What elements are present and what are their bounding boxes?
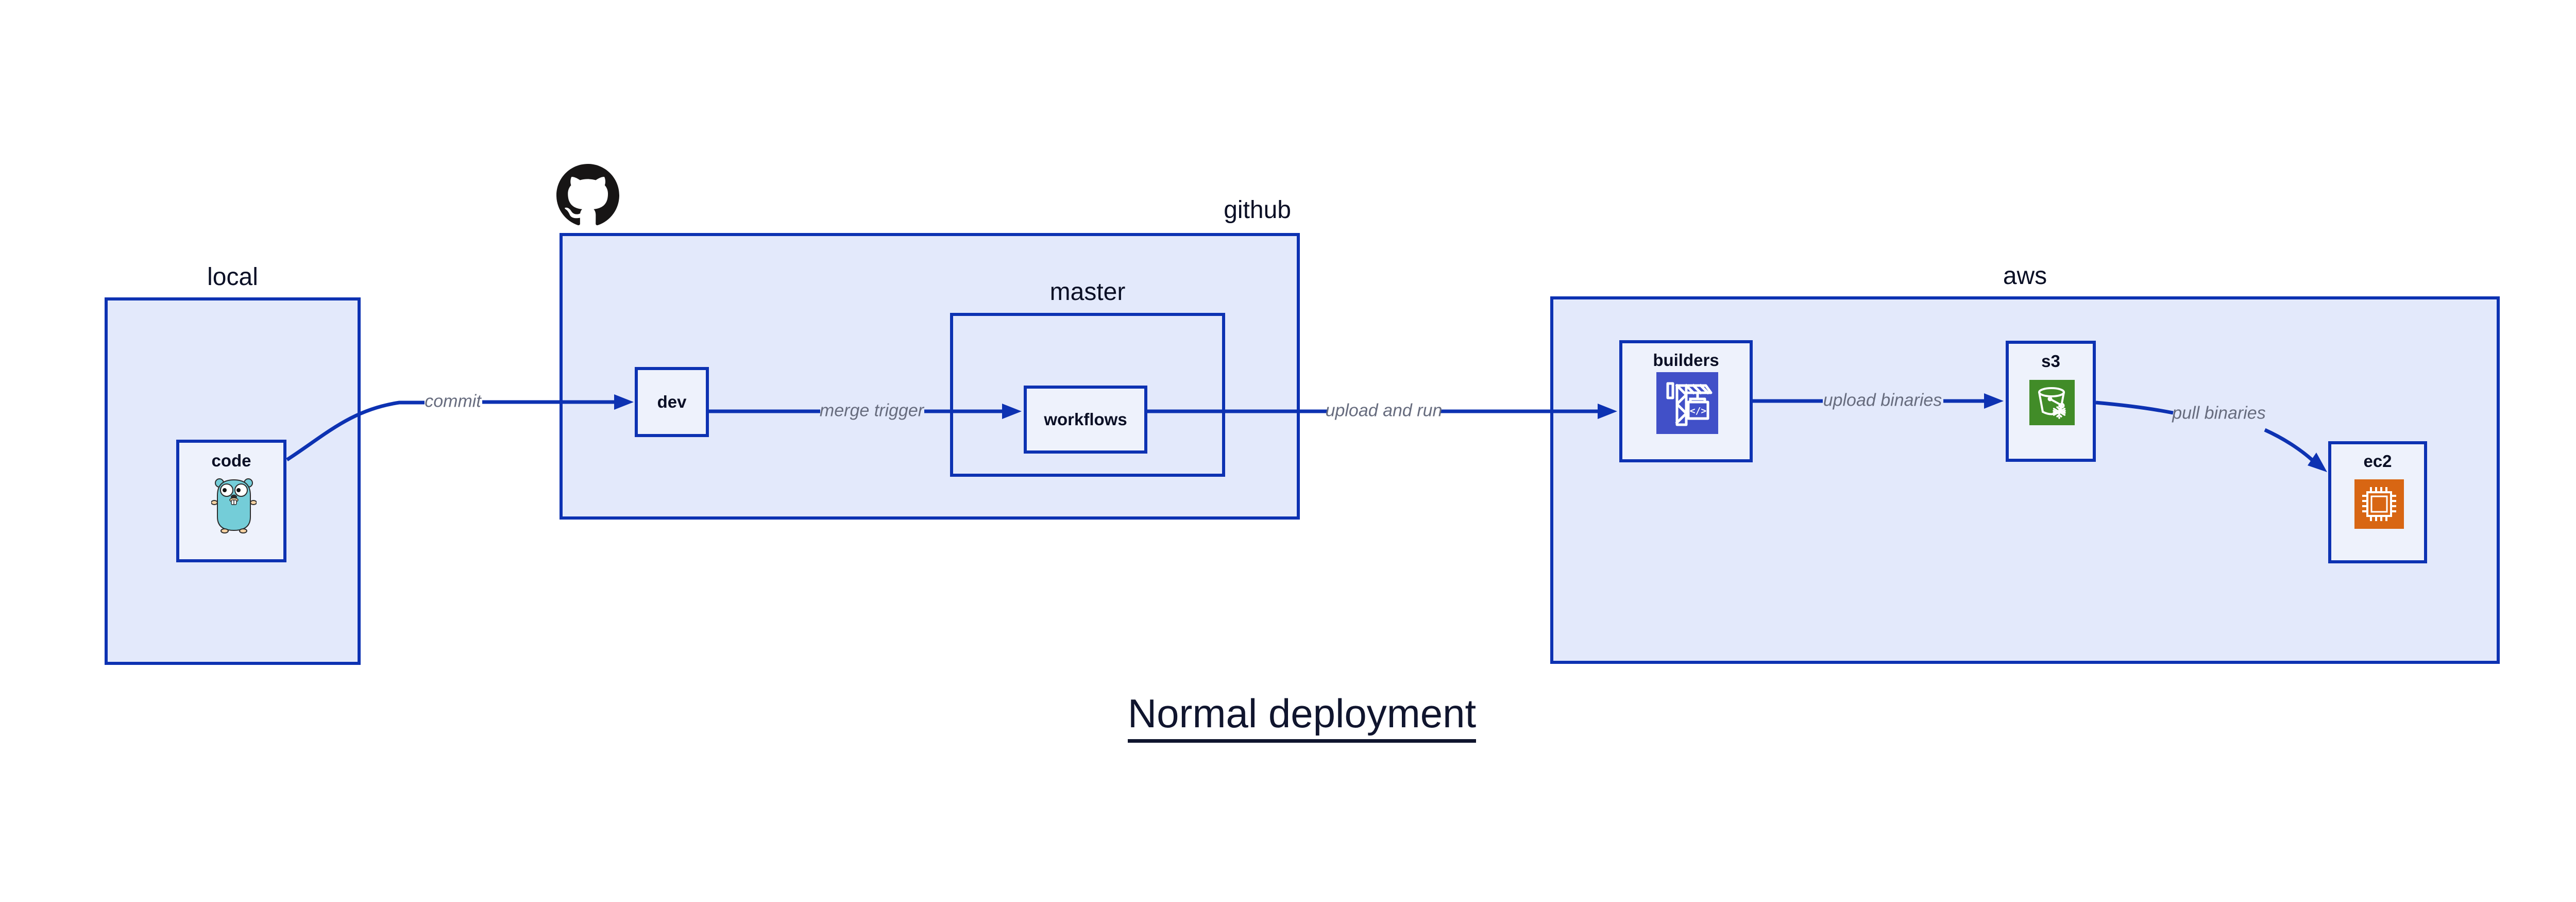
- edge-label-merge-trigger: merge trigger: [819, 400, 924, 421]
- container-label-aws: aws: [2003, 262, 2047, 290]
- edge-pull-binaries-line: [2095, 400, 2174, 415]
- aws-ec2-chip-icon: [2354, 479, 2404, 529]
- container-label-master: master: [1049, 278, 1126, 306]
- github-octocat-icon: [556, 164, 619, 225]
- node-label-ec2: ec2: [2363, 452, 2392, 471]
- edge-label-upload-binaries: upload binaries: [1823, 390, 1942, 410]
- diagram-title: Normal deployment: [1127, 691, 1477, 743]
- arrowhead-pull-binaries: [2308, 453, 2327, 472]
- node-builders: builders </>: [1619, 340, 1753, 462]
- aws-codebuild-icon: </>: [1656, 372, 1718, 434]
- arrowhead-upload-and-run: [1598, 404, 1617, 419]
- go-gopher-icon: [211, 478, 257, 533]
- node-ec2: ec2: [2328, 441, 2427, 563]
- node-dev: dev: [635, 367, 709, 437]
- node-label-dev: dev: [657, 392, 687, 411]
- container-label-github: github: [1224, 196, 1291, 224]
- arrowhead-upload-binaries: [1984, 393, 2004, 409]
- node-label-s3: s3: [2041, 352, 2060, 371]
- node-workflows: workflows: [1024, 386, 1147, 454]
- container-label-local: local: [207, 263, 258, 291]
- edge-label-pull-binaries: pull binaries: [2172, 403, 2266, 423]
- edge-label-commit: commit: [425, 391, 481, 411]
- node-label-builders: builders: [1653, 350, 1719, 370]
- diagram-title-wrap: Normal deployment: [0, 691, 2576, 743]
- edge-pull-binaries-line2: [2264, 428, 2317, 464]
- node-label-workflows: workflows: [1044, 410, 1127, 429]
- edge-label-upload-and-run: upload and run: [1325, 400, 1443, 421]
- svg-text:</>: </>: [1690, 406, 1707, 416]
- aws-s3-glacier-bucket-icon: [2029, 380, 2075, 425]
- arrowhead-commit: [614, 394, 634, 410]
- node-code: code: [176, 440, 286, 562]
- edge-commit-line: [286, 400, 425, 461]
- node-s3: s3: [2006, 341, 2096, 462]
- arrowhead-merge-trigger: [1002, 404, 1022, 419]
- node-label-code: code: [211, 451, 251, 470]
